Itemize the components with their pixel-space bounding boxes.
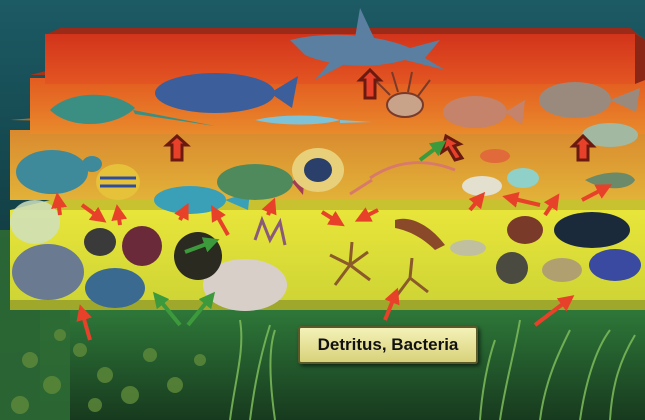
detritus-bacteria-label: Detritus, Bacteria — [298, 326, 478, 364]
snail-icon — [542, 258, 582, 282]
jellyfish-icon — [10, 200, 60, 244]
angelfish-icon — [96, 164, 140, 200]
emperor-angelfish-icon — [292, 148, 344, 192]
